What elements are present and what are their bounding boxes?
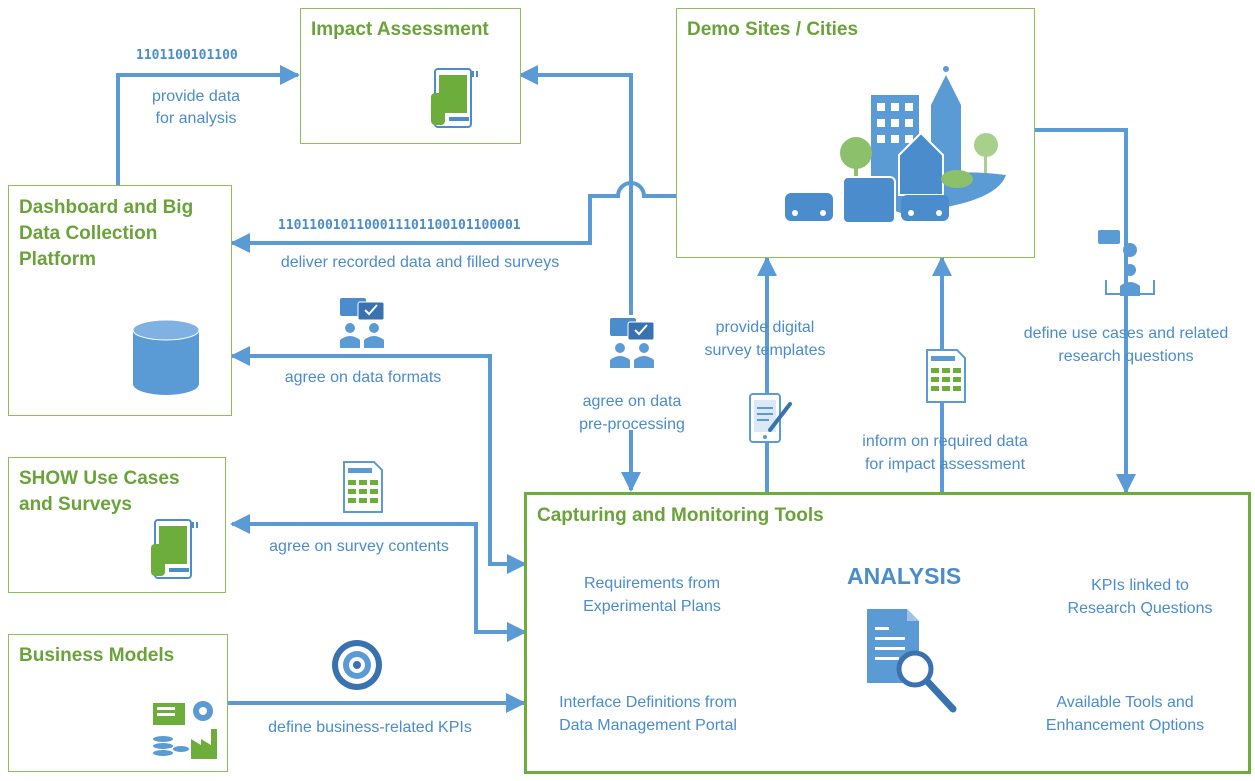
presenter-icon <box>1098 230 1155 296</box>
templates-line2: survey templates <box>704 342 826 359</box>
demo-sites-title: Demo Sites / Cities <box>687 19 859 40</box>
dashboard-box: Dashboard and Big Data Collection Platfo… <box>8 185 232 416</box>
impact-assessment-box: Impact Assessment <box>300 8 521 144</box>
provide-data-line2: for analysis <box>155 110 237 127</box>
provide-data-line1: provide data <box>151 88 241 105</box>
data-formats-label: agree on data formats <box>284 369 442 386</box>
connector-arrows <box>116 65 1136 713</box>
spreadsheet-icon <box>343 461 383 513</box>
interface-line2: Data Management Portal <box>559 717 737 734</box>
chat-people-icon <box>340 298 385 348</box>
target-icon <box>332 640 382 690</box>
demo-sites-box: Demo Sites / Cities <box>676 8 1035 258</box>
requirements-line2: Experimental Plans <box>583 598 721 615</box>
factory-icon <box>153 701 217 759</box>
arrow-deliver-data <box>230 181 676 253</box>
show-box: SHOW Use Cases and Surveys <box>8 457 226 593</box>
requirements-line1: Requirements from <box>583 575 721 592</box>
inform-line2: for impact assessment <box>864 456 1026 473</box>
clipboard-icon <box>749 393 792 443</box>
tools-line2: Enhancement Options <box>1045 717 1205 734</box>
business-kpis-label: define business-related KPIs <box>268 719 472 736</box>
capturing-tools-title: Capturing and Monitoring Tools <box>537 505 824 526</box>
arrow-survey-contents <box>230 514 527 642</box>
preprocessing-line1: agree on data <box>582 393 682 410</box>
use-cases-line2: research questions <box>1058 348 1194 365</box>
binary-deliver-data: 1101100101100011101100101100001 <box>278 218 521 233</box>
show-title-line2: and Surveys <box>19 494 132 515</box>
binary-provide-data: 1101100101100 <box>136 48 238 63</box>
business-models-title: Business Models <box>19 645 175 666</box>
kpis-line2: Research Questions <box>1067 600 1213 617</box>
inform-line1: inform on required data <box>862 433 1028 450</box>
business-models-box: Business Models <box>8 634 228 772</box>
tablet-hand-icon <box>431 68 478 128</box>
kpis-line1: KPIs linked to <box>1091 577 1189 594</box>
deliver-data-label: deliver recorded data and filled surveys <box>280 254 560 271</box>
spreadsheet-icon <box>926 349 966 403</box>
city-icon <box>785 66 1006 224</box>
arrow-use-cases <box>1035 128 1136 494</box>
tablet-hand-icon <box>151 519 198 579</box>
database-icon <box>132 319 200 395</box>
interface-line1: Interface Definitions from <box>559 694 737 711</box>
capturing-tools-box: Capturing and Monitoring Tools ANALYSIS <box>524 492 1251 774</box>
preprocessing-line2: pre-processing <box>579 416 685 433</box>
document-magnifier-icon <box>867 609 957 713</box>
survey-contents-label: agree on survey contents <box>269 538 449 555</box>
dashboard-title-line1: Dashboard and Big <box>19 197 194 218</box>
use-cases-line1: define use cases and related <box>1023 325 1229 342</box>
show-title-line1: SHOW Use Cases <box>19 468 180 489</box>
analysis-heading: ANALYSIS <box>847 563 962 589</box>
impact-assessment-title: Impact Assessment <box>311 19 489 40</box>
arrow-provide-data <box>116 65 300 185</box>
arrow-impact-capturing <box>518 65 633 315</box>
dashboard-title-line2: Data Collection <box>19 223 158 244</box>
tools-line1: Available Tools and <box>1056 694 1194 711</box>
templates-line1: provide digital <box>715 319 815 336</box>
dashboard-title-line3: Platform <box>19 249 97 270</box>
chat-people-icon <box>610 318 655 368</box>
